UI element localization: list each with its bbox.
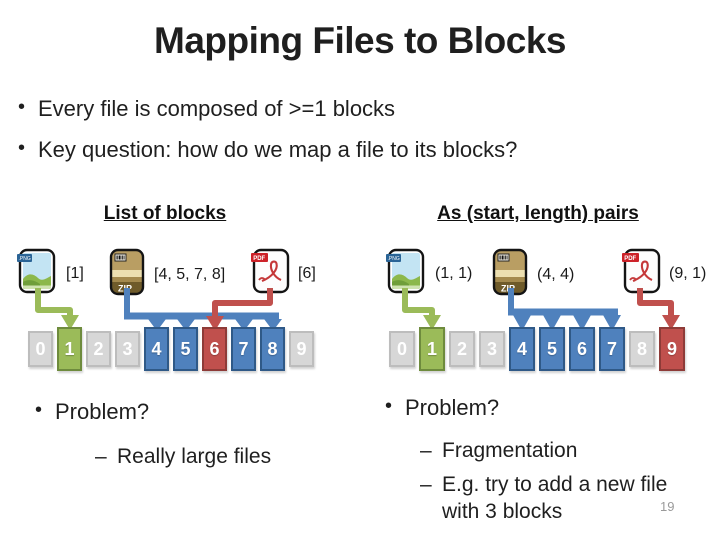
block-cell-8: 8	[629, 331, 655, 367]
bullet-text: Key question: how do we map a file to it…	[38, 137, 518, 162]
block-cell-5: 5	[539, 327, 565, 371]
file-blocks-label: [6]	[298, 264, 316, 282]
block-cell-0: 0	[28, 331, 53, 367]
problem-title: Problem?	[405, 395, 500, 420]
green-arrow-right	[402, 288, 441, 330]
file-group-image-left: .PNG [1]	[16, 248, 84, 299]
dash-marker: –	[95, 445, 107, 468]
block-cell-3: 3	[479, 331, 505, 367]
block-cell-4: 4	[144, 327, 169, 371]
block-cell-7: 7	[231, 327, 256, 371]
file-pair-label: (1, 1)	[435, 264, 473, 282]
file-group-zip-right: ZIP (4, 4)	[491, 248, 574, 301]
bullet-marker: •	[18, 96, 26, 118]
sub-bullet-text: Really large files	[117, 445, 272, 468]
file-blocks-label: [4, 5, 7, 8]	[154, 265, 226, 283]
svg-text:.PNG: .PNG	[388, 256, 400, 262]
mapping-arrows	[35, 288, 680, 331]
bullet-item: • Key question: how do we map a file to …	[18, 137, 708, 163]
page-number: 19	[660, 499, 675, 514]
block-cell-9: 9	[659, 327, 685, 371]
red-arrow-left	[206, 288, 273, 331]
problem-heading-left: • Problem?	[35, 399, 149, 425]
bullet-marker: •	[35, 399, 43, 421]
bullet-item: • Every file is composed of >=1 blocks	[18, 96, 708, 122]
sub-bullet: – E.g. try to add a new file with 3 bloc…	[420, 471, 678, 526]
file-blocks-label: [1]	[66, 264, 84, 282]
problem-title: Problem?	[55, 399, 150, 424]
svg-text:PDF: PDF	[624, 256, 636, 262]
image-file-icon: .PNG	[16, 248, 58, 299]
block-cell-2: 2	[86, 331, 111, 367]
bullet-marker: •	[385, 395, 393, 417]
block-cell-0: 0	[389, 331, 415, 367]
green-arrow-left	[35, 288, 79, 330]
svg-text:.PNG: .PNG	[19, 256, 31, 262]
block-cell-9: 9	[289, 331, 314, 367]
blue-arrows-right	[508, 288, 621, 331]
problem-items-right: – Fragmentation – E.g. try to add a new …	[420, 437, 678, 532]
file-group-zip-left: ZIP [4, 5, 7, 8]	[108, 248, 225, 301]
block-cell-5: 5	[173, 327, 198, 371]
block-cell-1: 1	[419, 327, 445, 371]
slide-title: Mapping Files to Blocks	[154, 20, 567, 61]
intro-bullets: • Every file is composed of >=1 blocks •…	[18, 96, 708, 178]
block-cell-2: 2	[449, 331, 475, 367]
block-cell-6: 6	[202, 327, 227, 371]
blue-arrows-left	[124, 288, 282, 331]
red-arrow-right	[637, 288, 680, 330]
sub-bullet: – Really large files	[95, 443, 315, 471]
block-cell-1: 1	[57, 327, 82, 371]
file-pair-label: (9, 1)	[669, 264, 707, 282]
dash-marker: –	[420, 439, 432, 462]
problem-heading-right: • Problem?	[385, 395, 499, 421]
block-cell-4: 4	[509, 327, 535, 371]
right-section-header: As (start, length) pairs	[437, 203, 639, 224]
sub-bullet-text: Fragmentation	[442, 439, 578, 462]
left-section-header: List of blocks	[103, 203, 227, 224]
bullet-text: Every file is composed of >=1 blocks	[38, 96, 396, 121]
file-pair-label: (4, 4)	[537, 265, 575, 283]
bullet-marker: •	[18, 137, 26, 159]
block-cell-3: 3	[115, 331, 140, 367]
sub-bullet-text: E.g. try to add a new file with 3 blocks	[442, 472, 668, 524]
problem-items-left: – Really large files	[95, 443, 315, 477]
file-group-pdf-left: PDF [6]	[250, 248, 316, 299]
sub-bullet: – Fragmentation	[420, 437, 678, 465]
block-cell-8: 8	[260, 327, 285, 371]
svg-text:PDF: PDF	[253, 256, 265, 262]
pdf-file-icon: PDF	[250, 248, 290, 299]
block-cell-7: 7	[599, 327, 625, 371]
dash-marker: –	[420, 472, 432, 496]
block-cell-6: 6	[569, 327, 595, 371]
